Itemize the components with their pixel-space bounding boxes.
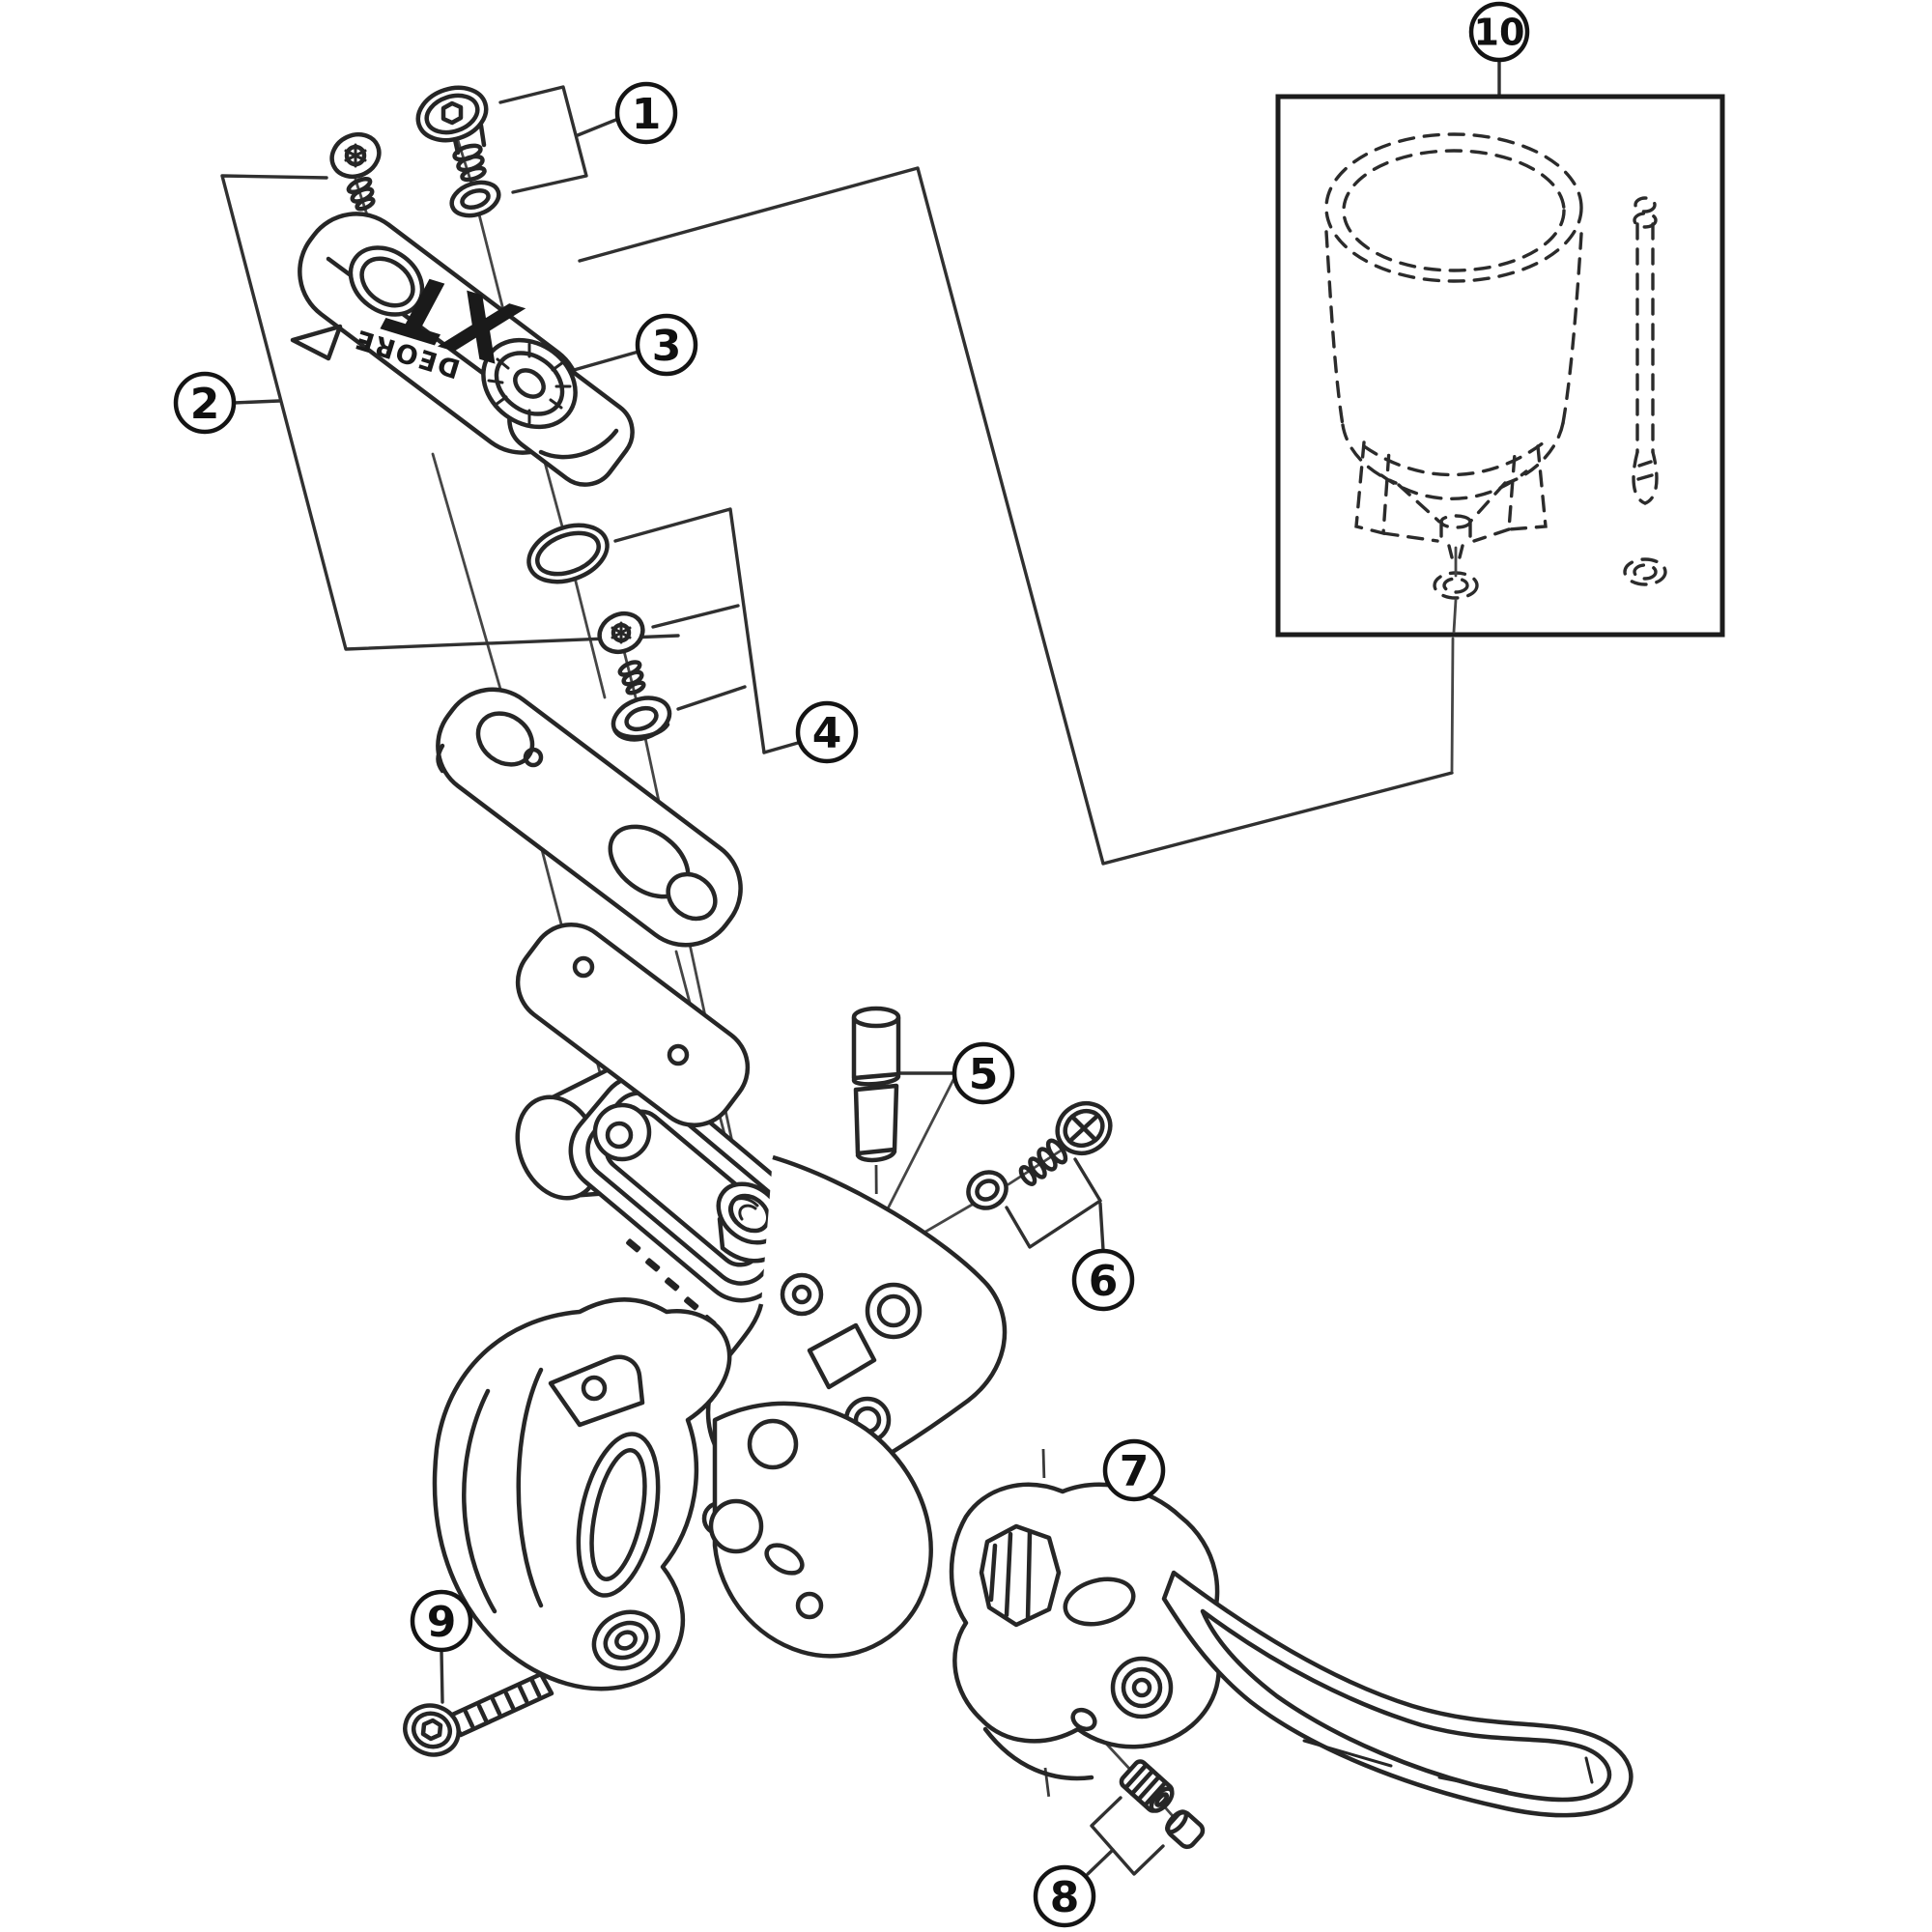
connector-pin <box>851 1006 901 1163</box>
callout-10: 10 <box>1468 1 1530 63</box>
lever-pivot-housing <box>949 1482 1221 1781</box>
clamp-bolt <box>403 1671 554 1757</box>
callout-8: 8 <box>1033 1864 1096 1928</box>
callout-7-number: 7 <box>1120 1447 1150 1496</box>
callout-1: 1 <box>614 81 678 145</box>
callout-5-number: 5 <box>969 1050 999 1099</box>
reservoir-lid: XT DEORE <box>290 212 635 487</box>
bleed-screw <box>1018 1100 1113 1186</box>
clamp-bolt-seat <box>591 1609 661 1671</box>
callout-2: 2 <box>173 371 237 435</box>
hex-socket-icon <box>420 1718 443 1742</box>
setscrew-hole <box>1070 1707 1097 1732</box>
torx-socket-icon <box>344 143 367 168</box>
clamp-hinge <box>548 1354 645 1428</box>
phillips-icon <box>1069 1114 1098 1143</box>
handlebar-clamp <box>432 1297 738 1691</box>
brake-lever-assembly <box>949 1482 1634 1818</box>
callout-10-number: 10 <box>1474 12 1525 54</box>
detail-wedge <box>578 166 1454 866</box>
kit-box-frame <box>1275 94 1725 638</box>
reservoir-plug-screw <box>415 85 489 183</box>
bracket-part1 <box>498 85 588 194</box>
callout-brackets <box>220 58 1501 1876</box>
diaphragm-cover-plate <box>436 687 743 948</box>
bracket-part4 <box>613 507 766 754</box>
callout-4-number: 4 <box>812 709 842 758</box>
reservoir-gasket-o-ring <box>526 523 610 584</box>
clamp-slot <box>576 1432 661 1598</box>
callout-6-number: 6 <box>1089 1257 1119 1306</box>
reach-adjust-knob <box>979 1523 1062 1628</box>
callout-1-number: 1 <box>632 90 662 139</box>
lid-tab <box>290 324 343 361</box>
flange-hole <box>865 1282 923 1340</box>
callout-9-number: 9 <box>427 1598 457 1647</box>
lever-set-screw <box>1119 1759 1175 1813</box>
callout-5: 5 <box>952 1041 1015 1105</box>
callout-8-number: 8 <box>1050 1873 1080 1922</box>
lid-splined-ring <box>481 337 578 430</box>
bracket-part6 <box>1005 1157 1102 1249</box>
callout-6: 6 <box>1071 1248 1135 1312</box>
set-screw-cap <box>1165 1809 1206 1850</box>
hex-socket-icon <box>440 100 464 126</box>
callout-3-number: 3 <box>652 322 682 371</box>
lever-link-plates <box>708 1401 933 1659</box>
callout-9: 9 <box>410 1589 473 1653</box>
master-cylinder-body <box>515 1053 1008 1514</box>
diaphragm-membrane <box>515 923 751 1127</box>
bracket-part2 <box>220 174 680 651</box>
diaphragm-grommet <box>611 696 672 742</box>
callout-2-number: 2 <box>190 380 220 429</box>
lid-fixing-screw <box>329 131 382 212</box>
callout-7: 7 <box>1102 1438 1166 1502</box>
lever-oval-hole <box>1063 1577 1136 1627</box>
tool-o-ring <box>1623 557 1667 586</box>
bleed-screw-o-ring <box>966 1170 1009 1210</box>
callout-3: 3 <box>635 313 698 377</box>
lid-screw-boss <box>592 1102 652 1162</box>
plug-screw-o-ring <box>449 180 501 218</box>
lever-blade <box>1161 1570 1634 1818</box>
diaphragm-screw <box>597 611 646 696</box>
bleed-kit-box <box>1275 94 1725 773</box>
callouts: 1 2 3 4 5 6 7 8 <box>173 1 1530 1928</box>
callout-4: 4 <box>795 700 859 764</box>
bleed-funnel <box>1324 132 1583 773</box>
bleed-tool <box>1623 196 1667 586</box>
torx-socket-icon <box>611 621 632 644</box>
